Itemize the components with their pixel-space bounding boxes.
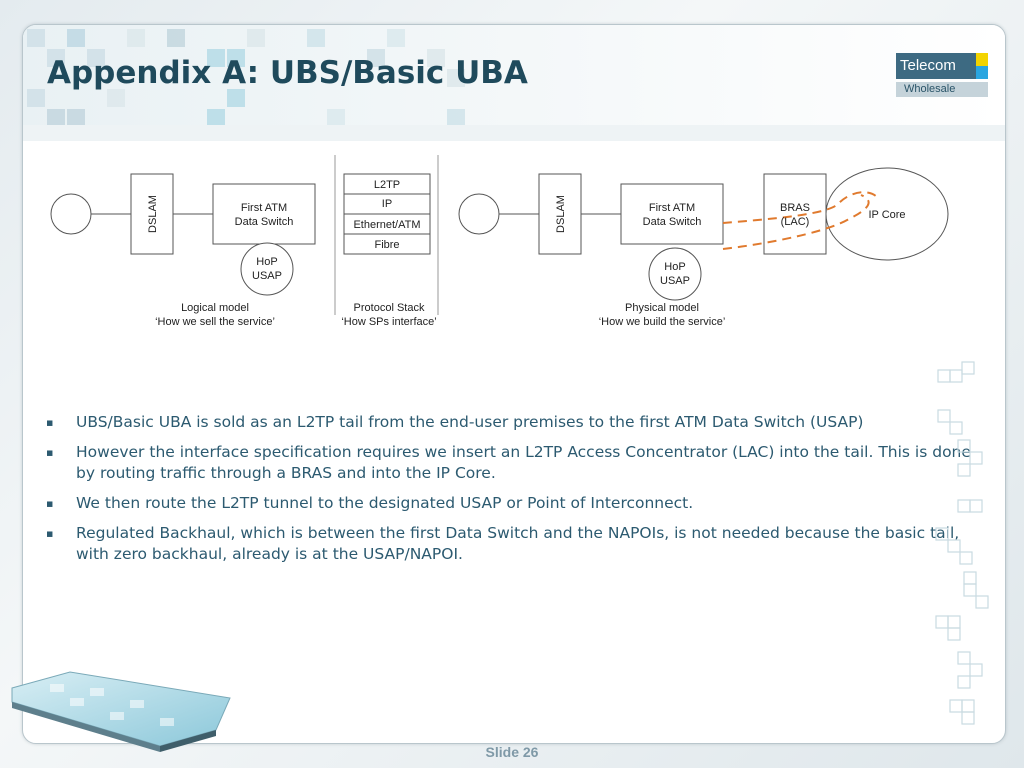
logical-dslam-box [130, 173, 174, 255]
bullet-marker: ▪ [46, 497, 54, 510]
bullet-text: Regulated Backhaul, which is between the… [76, 524, 960, 563]
bullet-list: ▪ UBS/Basic UBA is sold as an L2TP tail f… [46, 412, 976, 574]
decorative-tile-slab [11, 671, 231, 752]
stack-layer-4-label: Fibre [374, 239, 399, 251]
physical-caption-2: ‘How we build the service’ [599, 316, 726, 328]
header-tile-pattern [27, 29, 465, 125]
stack-caption-1: Protocol Stack [354, 302, 425, 314]
logical-caption-2: ‘How we sell the service’ [155, 316, 275, 328]
logo-telecom-text: Telecom [896, 53, 976, 79]
bullet-marker: ▪ [46, 416, 54, 429]
bullet-text: We then route the L2TP tunnel to the des… [76, 494, 694, 512]
physical-caption-1: Physical model [625, 302, 699, 314]
physical-hop-label: HoP [664, 261, 685, 273]
stack-layer-2-label: IP [382, 198, 392, 210]
network-diagram: DSLAM First ATM Data Switch HoP USAP Log… [50, 155, 949, 328]
bras-label-2: (LAC) [781, 216, 810, 228]
slide-frame: Appendix A: UBS/Basic UBA Telecom Wholes… [22, 24, 1006, 744]
logical-hop-usap-circle [240, 242, 294, 296]
stack-layer-1-label: L2TP [374, 179, 400, 191]
logical-switch-label-2: Data Switch [235, 216, 294, 228]
logo-yellow-square [976, 53, 988, 66]
slide-title: Appendix A: UBS/Basic UBA [47, 55, 528, 91]
logical-end-user-circle [50, 193, 92, 235]
physical-end-user-circle [458, 193, 500, 235]
physical-dslam-box [538, 173, 582, 255]
physical-dslam-label: DSLAM [555, 195, 567, 233]
decorative-tile-column [935, 361, 989, 725]
stack-layer-3-label: Ethernet/ATM [353, 219, 420, 231]
stack-layer-4-box [343, 233, 431, 255]
bullet-item: ▪ Regulated Backhaul, which is between th… [46, 523, 976, 565]
bullet-marker: ▪ [46, 527, 54, 540]
logical-switch-label-1: First ATM [241, 202, 287, 214]
logical-usap-label: USAP [252, 270, 282, 282]
physical-switch-box [620, 183, 724, 245]
logo-blue-square [976, 66, 988, 79]
logical-switch-box [212, 183, 316, 245]
physical-usap-label: USAP [660, 275, 690, 287]
bras-label-1: BRAS [780, 202, 810, 214]
slide-number: Slide 26 [485, 744, 539, 760]
l2tp-tunnel-upper [722, 191, 878, 224]
header-band: Appendix A: UBS/Basic UBA Telecom Wholes… [23, 25, 1005, 125]
physical-switch-label-1: First ATM [649, 202, 695, 214]
bullet-item: ▪ UBS/Basic UBA is sold as an L2TP tail f… [46, 412, 976, 433]
bullet-text: UBS/Basic UBA is sold as an L2TP tail fr… [76, 413, 864, 431]
logo-wholesale-text: Wholesale [896, 82, 988, 97]
bullet-text: However the interface specification requ… [76, 443, 971, 482]
telecom-wholesale-logo: Telecom Wholesale [896, 53, 988, 97]
ip-core-label: IP Core [868, 209, 905, 221]
bullet-marker: ▪ [46, 446, 54, 459]
ip-core-ellipse [825, 167, 949, 261]
bullet-item: ▪ We then route the L2TP tunnel to the de… [46, 493, 976, 514]
logical-hop-label: HoP [256, 256, 277, 268]
physical-hop-usap-circle [648, 247, 702, 301]
bullet-item: ▪ However the interface specification req… [46, 442, 976, 484]
l2tp-tunnel-lower [722, 194, 870, 250]
header-separator [23, 125, 1005, 141]
physical-switch-label-2: Data Switch [643, 216, 702, 228]
stack-caption-2: ‘How SPs interface’ [341, 316, 436, 328]
logical-caption-1: Logical model [181, 302, 249, 314]
logical-dslam-label: DSLAM [147, 195, 159, 233]
